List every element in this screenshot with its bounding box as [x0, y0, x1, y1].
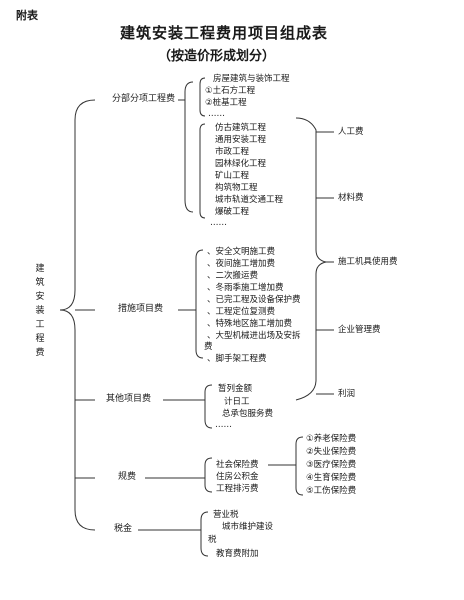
cuoshi-item: 、已完工程及设备保护费 [207, 295, 301, 305]
cost-element: 企业管理费 [338, 325, 381, 335]
shuijin-brace [200, 511, 209, 557]
cuoshi-item: 费 [204, 342, 213, 352]
fenbu-item: 仿古建筑工程 [215, 123, 267, 133]
shuijin-item: 税 [208, 535, 217, 545]
fenbu-group2-brace [199, 123, 206, 219]
root-brace [59, 99, 96, 531]
fenbu-item: 构筑物工程 [215, 183, 258, 193]
cuoshi-item: 、夜间施工增加费 [207, 259, 276, 269]
shuijin-item: 城市维护建设 [222, 522, 274, 532]
insurance-item: ④生育保险费 [306, 473, 357, 483]
guifei-item: 住房公积金 [216, 472, 259, 482]
cost-element: 利润 [338, 389, 356, 399]
guifei-item: 工程排污费 [216, 484, 259, 494]
page-subtitle: （按造价形成划分） [158, 49, 276, 64]
guifei-item: 社会保险费 [216, 460, 259, 470]
cuoshi-item: 、工程定位复测费 [207, 307, 276, 317]
appendix-label: 附表 [16, 9, 38, 22]
cuoshi-item: 、脚手架工程费 [207, 354, 267, 364]
qita-item: 暂列金额 [218, 384, 253, 394]
fenbu-item: 园林绿化工程 [215, 159, 267, 169]
insurance-brace [295, 436, 304, 496]
cuoshi-item: 、安全文明施工费 [207, 247, 276, 257]
fenbu-item: ①土石方工程 [205, 86, 256, 96]
category-guifei: 规费 [118, 472, 137, 482]
insurance-item: ②失业保险费 [306, 447, 357, 457]
category-fenbu: 分部分项工程费 [112, 94, 176, 104]
fenbu-item: 市政工程 [215, 147, 250, 157]
shuijin-item: 营业税 [213, 510, 239, 520]
cuoshi-brace [195, 249, 204, 359]
fenbu-item: 房屋建筑与装饰工程 [213, 74, 290, 84]
page-title: 建筑安装工程费用项目组成表 [120, 24, 329, 42]
qita-item: …… [215, 420, 232, 430]
category-shuijin: 税金 [114, 524, 133, 534]
cost-element: 人工费 [338, 127, 364, 137]
fenbu-item: 通用安装工程 [215, 135, 267, 145]
cost-elements-brace [295, 117, 327, 401]
insurance-item: ⑤工伤保险费 [306, 486, 357, 496]
insurance-item: ③医疗保险费 [306, 460, 357, 470]
qita-item: 总承包服务费 [222, 409, 274, 419]
fenbu-group1-brace [199, 77, 206, 117]
cuoshi-item: 、特殊地区施工增加费 [207, 319, 293, 329]
fenbu-item: ②桩基工程 [205, 98, 247, 108]
guifei-brace [204, 457, 213, 493]
cuoshi-item: 、大型机械进出场及安拆 [207, 331, 301, 341]
fenbu-brace [184, 81, 194, 213]
root-label: 建筑安装工程费 [35, 264, 45, 358]
qita-brace [204, 384, 213, 429]
cost-element: 材料费 [338, 193, 364, 203]
fenbu-item: …… [208, 109, 225, 119]
category-cuoshi: 措施项目费 [118, 304, 164, 314]
cuoshi-item: 、二次搬运费 [207, 271, 259, 281]
fenbu-item: 爆破工程 [215, 207, 250, 217]
category-qita: 其他项目费 [106, 394, 152, 404]
fenbu-item: …… [210, 218, 227, 228]
fenbu-item: 城市轨道交通工程 [215, 195, 284, 205]
cost-element: 施工机具使用费 [338, 257, 398, 267]
shuijin-item: 教育费附加 [216, 549, 259, 559]
qita-item: 计日工 [224, 397, 250, 407]
fenbu-item: 矿山工程 [215, 171, 250, 181]
cuoshi-item: 、冬雨季施工增加费 [207, 283, 284, 293]
insurance-item: ①养老保险费 [306, 434, 357, 444]
